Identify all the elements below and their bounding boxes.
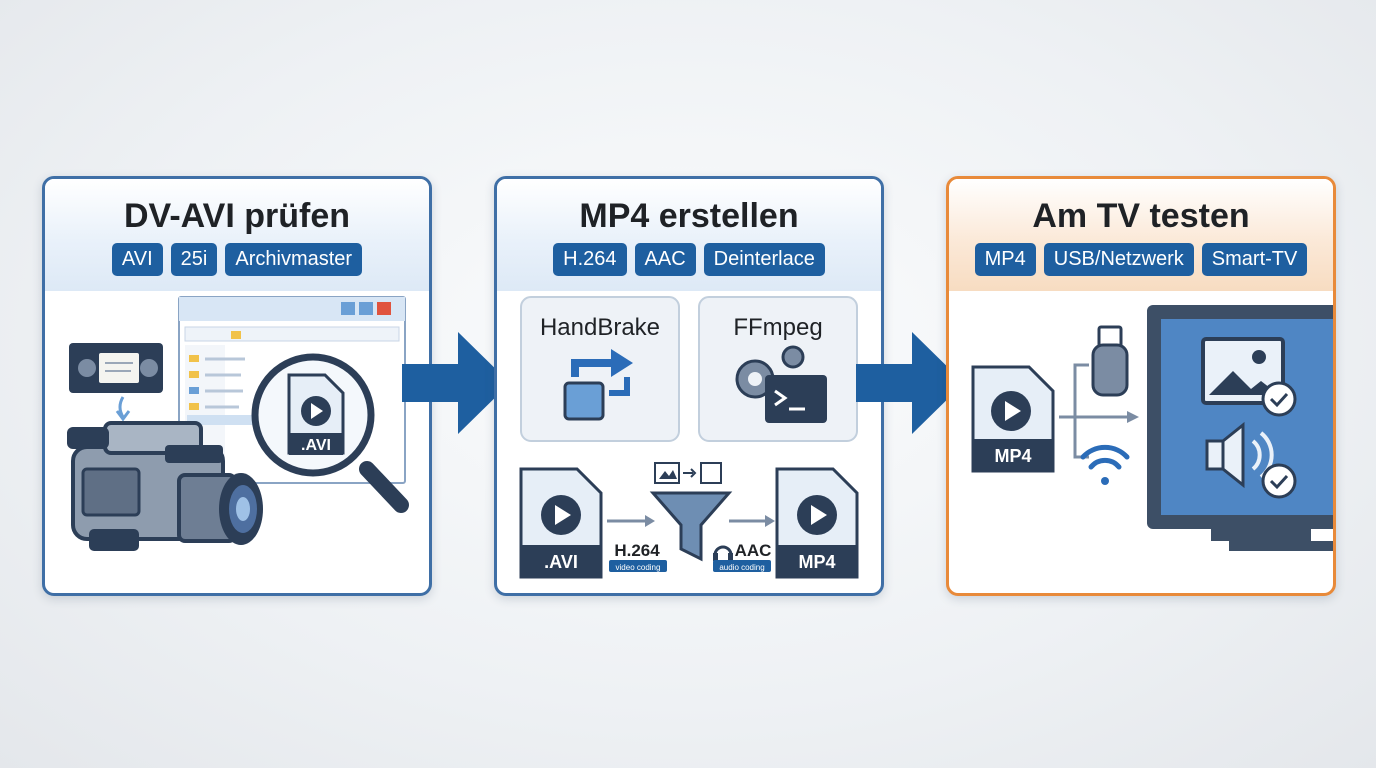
- funnel-icon: [649, 462, 733, 562]
- camcorder-icon: [67, 421, 263, 551]
- tag-avi: AVI: [111, 243, 163, 276]
- magnifier-icon: [251, 353, 409, 513]
- pipeline-input-label: .AVI: [544, 552, 578, 572]
- mp4-file-icon: [775, 467, 859, 579]
- audio-codec-label: AAC: [735, 541, 772, 560]
- panel-illustration: .AVI: [67, 296, 409, 551]
- step-title: Am TV testen: [1032, 197, 1250, 235]
- tag-smart-tv: Smart-TV: [1201, 243, 1308, 276]
- speaker-check-icon: [1205, 421, 1297, 499]
- gear-terminal-icon: [735, 345, 827, 423]
- tag-usb-network: USB/Netzwerk: [1043, 243, 1194, 276]
- tag-aac: AAC: [634, 243, 696, 276]
- video-caption-badge: [609, 560, 667, 572]
- panel-illustration: MP4: [971, 305, 1333, 551]
- step-title: MP4 erstellen: [579, 197, 799, 235]
- pipeline-output-label: MP4: [798, 552, 835, 572]
- image-check-icon: [1201, 337, 1297, 417]
- avi-file-label: .AVI: [301, 437, 331, 454]
- mp4-file-label: MP4: [994, 446, 1031, 466]
- convert-icon: [563, 349, 633, 421]
- video-codec-label: H.264: [614, 541, 660, 560]
- video-caption-label: video coding: [616, 563, 661, 572]
- tag-mp4: MP4: [974, 243, 1036, 276]
- tool-handbrake-label: HandBrake: [540, 314, 660, 341]
- panel-illustration: HandBrake FFmpeg .AVI: [519, 296, 859, 579]
- tag-h264: H.264: [553, 243, 627, 276]
- handbrake-card: [520, 296, 680, 442]
- audio-caption-label: audio coding: [719, 563, 764, 572]
- flow-arrow-2: [856, 332, 964, 434]
- wifi-icon: [1080, 444, 1130, 485]
- avi-file-icon: [519, 467, 603, 579]
- tool-ffmpeg-label: FFmpeg: [733, 314, 822, 341]
- mp4-file-icon: [971, 365, 1055, 473]
- usb-stick-icon: [1091, 325, 1129, 397]
- flow-arrow-1: [402, 332, 510, 434]
- videotape-icon: [69, 343, 163, 422]
- tag-deinterlace: Deinterlace: [703, 243, 825, 276]
- tag-archivmaster: Archivmaster: [225, 243, 363, 276]
- audio-caption-badge: [713, 560, 771, 572]
- step-title: DV-AVI prüfen: [123, 197, 351, 235]
- tag-25i: 25i: [170, 243, 218, 276]
- headphones-icon: [713, 545, 733, 561]
